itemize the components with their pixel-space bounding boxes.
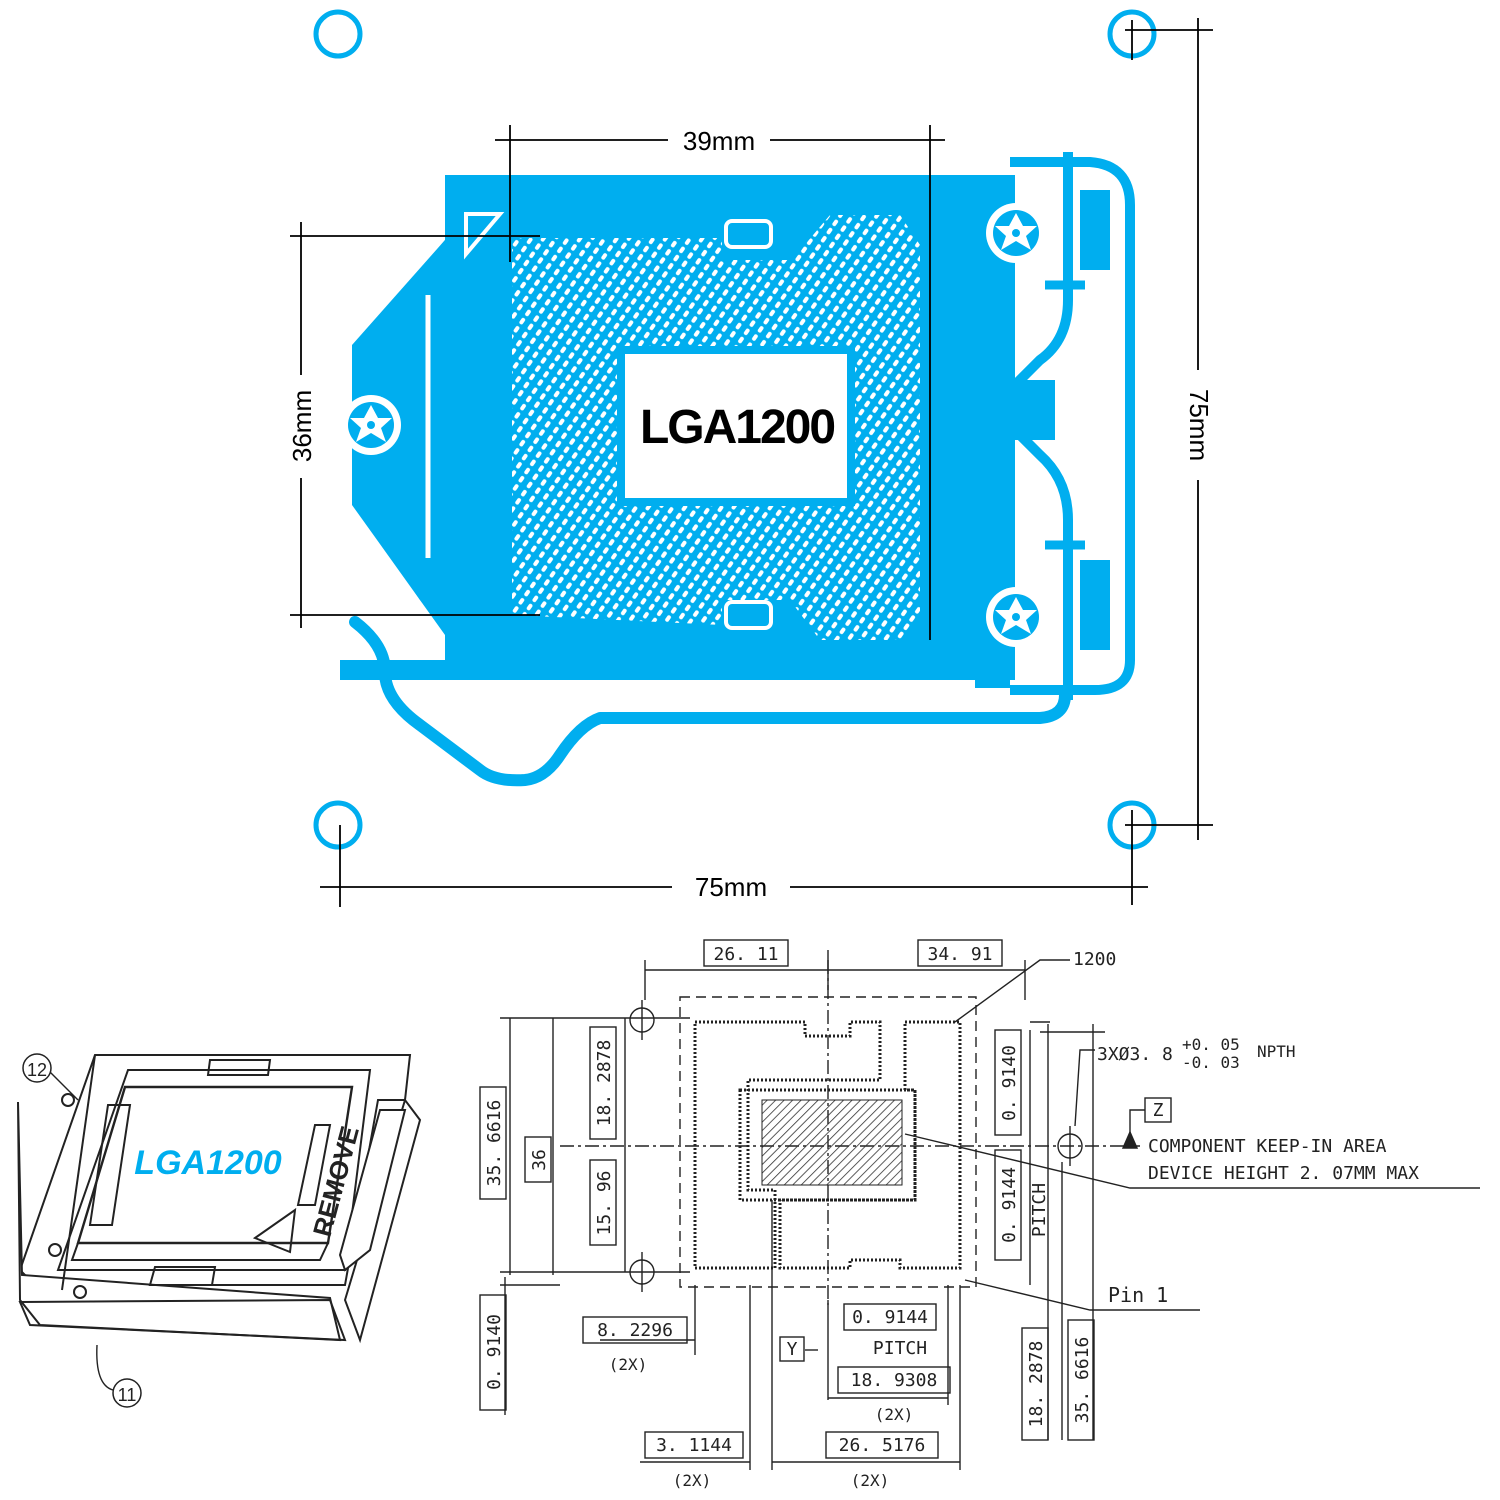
dim-26-11: 26. 11 (713, 944, 778, 965)
alignment-key-top (724, 219, 773, 249)
dimension-39mm (495, 125, 945, 640)
socket-left-plate (352, 240, 445, 635)
dim-0-9144-bottom: 0. 9144 (852, 1307, 928, 1328)
technical-drawing (479, 939, 1480, 1470)
chip-label: LGA1200 (640, 401, 834, 454)
dimension-75mm-horizontal (320, 825, 1148, 907)
chip-window (621, 350, 851, 502)
dim-0-9140-right: 0. 9140 (999, 1045, 1020, 1121)
hole-npth: NPTH (1257, 1042, 1296, 1061)
label-39mm: 39mm (683, 126, 755, 156)
socket-isometric-view: 12 11 (17, 1053, 422, 1408)
dim-35-6616-right: 35. 6616 (1072, 1337, 1093, 1424)
pin-count: 1200 (1073, 949, 1116, 970)
dim-36: 36 (529, 1149, 550, 1171)
dim-26-5176: 26. 5176 (839, 1435, 926, 1456)
dimension-36mm (290, 222, 540, 628)
dim-2x-b: (2X) (875, 1405, 914, 1424)
dim-35-6616-left: 35. 6616 (484, 1100, 505, 1187)
callout-12-circle (22, 1053, 52, 1083)
dim-18-2878-right: 18. 2878 (1026, 1341, 1047, 1428)
keep-in-label-2: DEVICE HEIGHT 2. 07MM MAX (1148, 1163, 1419, 1184)
pitch-horizontal: PITCH (873, 1338, 927, 1359)
pin1-label: Pin 1 (1108, 1283, 1168, 1307)
dim-2x-c: (2X) (673, 1471, 712, 1490)
mount-hole-bottom-left (313, 800, 363, 850)
pitch-vertical: PITCH (1029, 1183, 1050, 1237)
iso-chip-label: LGA1200 (134, 1144, 281, 1182)
hole-tol-plus: +0. 05 (1182, 1035, 1240, 1054)
datum-z: Z (1153, 1100, 1164, 1121)
dim-2x-d: (2X) (851, 1471, 890, 1490)
iso-lever (338, 1109, 407, 1272)
socket-top-view: LGA1200 (287, 9, 1214, 907)
dim-18-2878-left: 18. 2878 (594, 1040, 615, 1127)
label-36mm: 36mm (287, 390, 317, 462)
screw-right-bottom (986, 587, 1046, 647)
mount-hole-top-left (313, 9, 363, 59)
dim-2x-a: (2X) (609, 1355, 648, 1374)
screw-left (341, 395, 401, 455)
dim-8-2296: 8. 2296 (597, 1320, 673, 1341)
callout-11-text: 11 (118, 1385, 137, 1405)
keep-in-area (761, 1099, 903, 1186)
dim-0-9140-left: 0. 9140 (484, 1314, 505, 1390)
hole-spec: 3XØ3. 8 (1097, 1044, 1173, 1065)
callout-11-circle (112, 1378, 142, 1408)
dimension-75mm-vertical (1125, 18, 1213, 905)
socket-lever (349, 616, 1071, 787)
dim-0-9144-right: 0. 9144 (999, 1167, 1020, 1243)
label-75mm-horizontal: 75mm (695, 872, 767, 902)
technical-drawing-labels: 26. 11 34. 91 1200 3XØ3. 8 +0. 05 -0. 03… (484, 944, 1419, 1490)
screw-right-top (986, 203, 1046, 263)
datum-y: Y (787, 1339, 798, 1360)
label-75mm-vertical: 75mm (1184, 389, 1214, 461)
dim-34-91: 34. 91 (927, 944, 992, 965)
pin1-triangle-marker (464, 212, 505, 260)
callout-12-text: 12 (27, 1060, 47, 1080)
alignment-key-bottom (724, 600, 773, 630)
dim-3-1144: 3. 1144 (656, 1435, 732, 1456)
dim-15-96: 15. 96 (594, 1170, 615, 1235)
keep-in-label-1: COMPONENT KEEP-IN AREA (1148, 1136, 1387, 1157)
dim-18-9308: 18. 9308 (851, 1370, 938, 1391)
hole-tol-minus: -0. 03 (1182, 1053, 1240, 1072)
right-bracket (1010, 157, 1135, 695)
